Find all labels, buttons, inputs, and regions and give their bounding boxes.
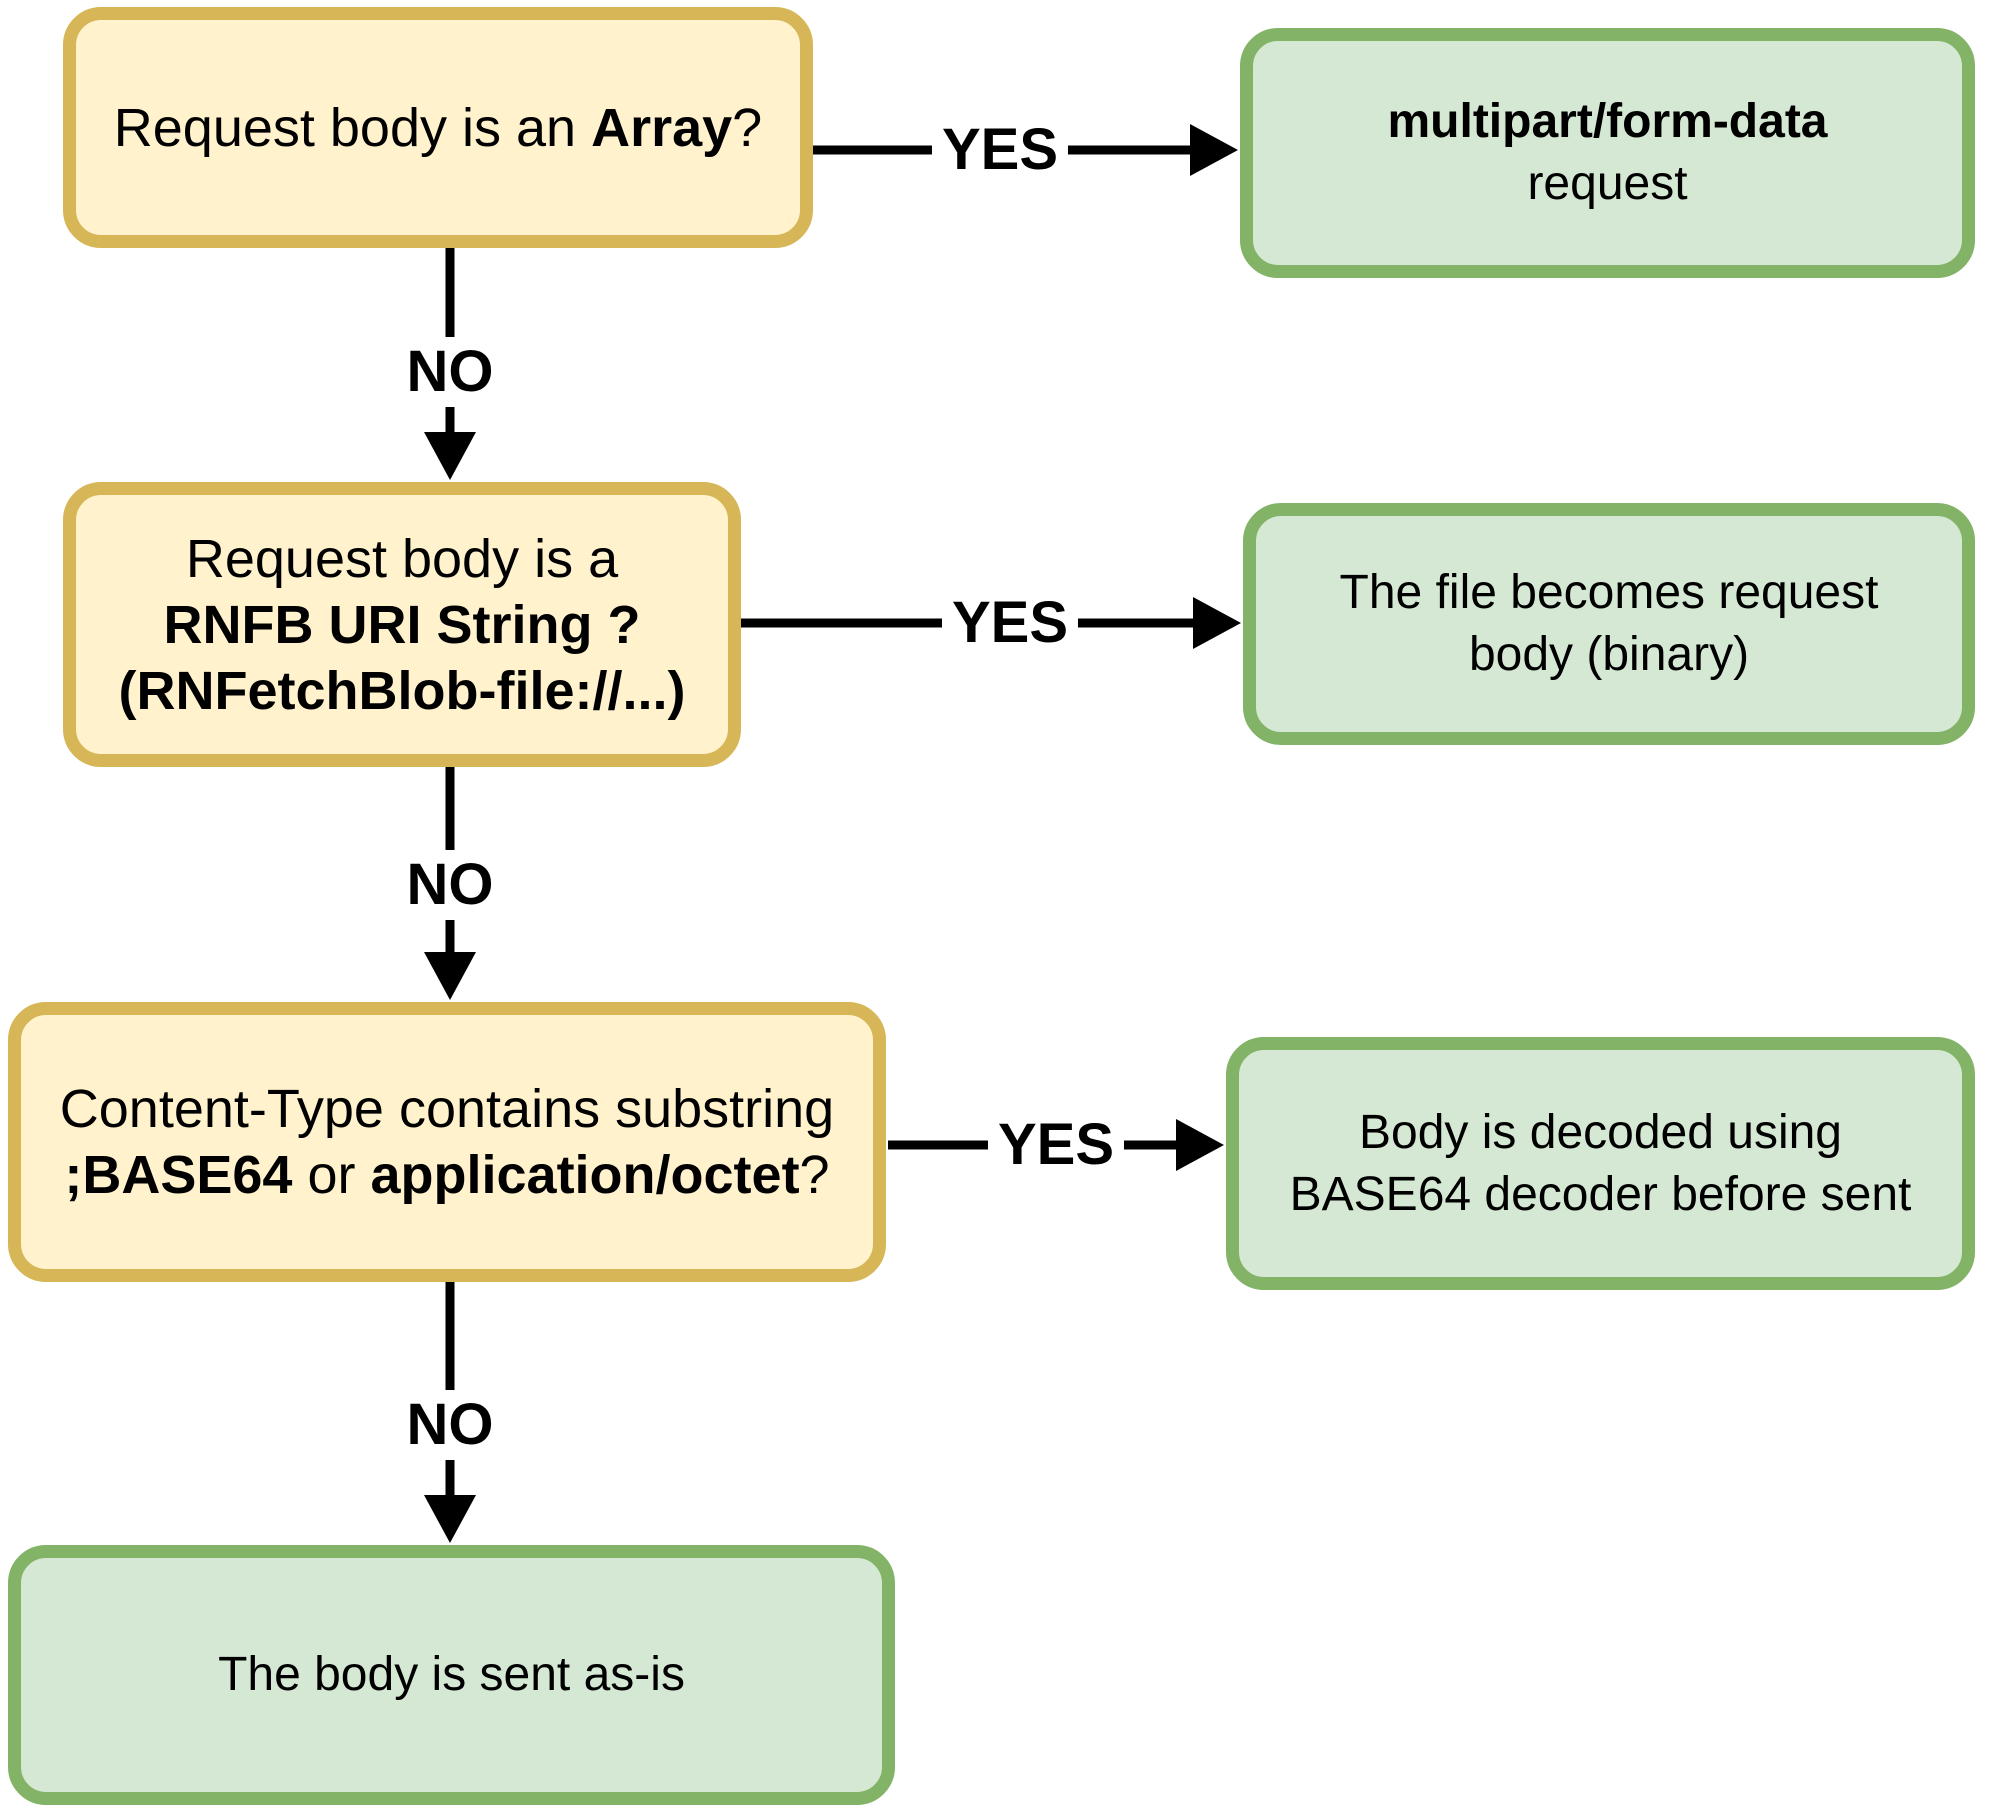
question-rnfb-line-3: (RNFetchBlob-file://...) [118, 660, 686, 721]
yes-label-2: YES [941, 594, 1079, 652]
result-multipart-line-1: multipart/form-data [1387, 95, 1828, 148]
result-multipart-line-2: request [1527, 157, 1688, 210]
result-file-binary-line-1: The file becomes request [1339, 566, 1879, 619]
question-rnfb-line-1: Request body is a [185, 528, 619, 589]
no-arrow-1-head [424, 432, 476, 480]
no-arrow-3-head [424, 1495, 476, 1543]
question-array-text: Request body is an Array? [113, 97, 763, 158]
no-label-3: NO [404, 1390, 496, 1460]
no-arrow-2-head [424, 952, 476, 1000]
question-rnfb-line-2: RNFB URI String ? [163, 594, 641, 655]
no-label-1: NO [404, 337, 496, 407]
yes-label-1: YES [931, 121, 1069, 179]
result-sent-as-is-box: The body is sent as-is [8, 1545, 895, 1805]
no-label-2: NO [404, 850, 496, 920]
question-content-type-line-1: Content-Type contains substring [59, 1079, 835, 1139]
result-base64-line-2: BASE64 decoder before sent [1289, 1167, 1912, 1221]
result-sent-as-is-text: The body is sent as-is [218, 1648, 685, 1701]
result-base64-line-1: Body is decoded using [1359, 1105, 1842, 1159]
yes-label-3: YES [987, 1116, 1125, 1174]
question-rnfb-uri-box: Request body is a RNFB URI String ? (RNF… [63, 482, 741, 767]
question-array-box: Request body is an Array? [63, 7, 813, 248]
yes-arrow-2-head [1193, 597, 1241, 649]
result-multipart-box: multipart/form-data request [1240, 28, 1975, 278]
result-file-binary-line-2: body (binary) [1468, 628, 1750, 681]
question-content-type-line-2: ;BASE64 or application/octet? [64, 1145, 830, 1205]
yes-arrow-3-head [1176, 1119, 1224, 1171]
result-file-binary-box: The file becomes request body (binary) [1243, 503, 1975, 745]
question-content-type-box: Content-Type contains substring ;BASE64 … [8, 1002, 886, 1282]
result-base64-decode-box: Body is decoded using BASE64 decoder bef… [1226, 1037, 1975, 1290]
yes-arrow-1-head [1190, 124, 1238, 176]
